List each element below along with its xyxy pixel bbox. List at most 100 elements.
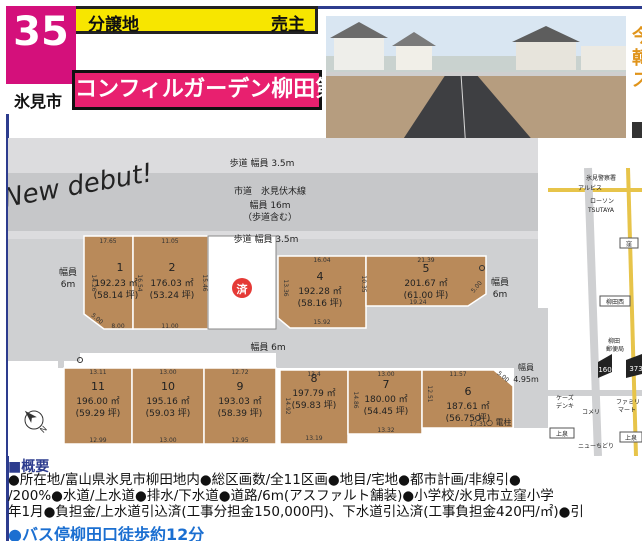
map-police: 氷見警察署 — [586, 174, 616, 182]
overview-details: ●所在地/富山県氷見市柳田地内●総区画数/全11区画●地目/宅地●都市計画/非線… — [8, 472, 642, 520]
dim-l4-bot: 15.92 — [313, 319, 330, 326]
road-left-label-a: 幅員 — [59, 266, 77, 278]
lot-9-no: 9 — [237, 380, 244, 393]
lot-9-tsubo: (58.39 坪) — [218, 408, 263, 419]
plot-map: 済 歩道 幅員 3.5m 市道 氷見伏木線 幅員 16m （歩道含む） 歩道 幅… — [8, 138, 642, 456]
dim-l7-bot: 13.32 — [377, 427, 394, 434]
map-komeri: コメリ — [582, 409, 600, 416]
lot-5-no: 5 — [423, 262, 430, 275]
map-yanagida: 柳田 — [608, 337, 620, 345]
lot-11-tsubo: (59.29 坪) — [76, 408, 121, 419]
overview-line-1: ●所在地/富山県氷見市柳田地内●総区画数/全11区画●地目/宅地●都市計画/非線… — [8, 472, 521, 488]
lot-11-sqm: 196.00 ㎡ — [76, 396, 119, 407]
side-char-1: 今 — [632, 26, 642, 47]
category-bar: 分譲地 売主 — [76, 6, 318, 35]
dim-l2-top: 11.05 — [161, 238, 178, 245]
dim-l6-top: 11.57 — [449, 371, 466, 378]
badge-tail — [6, 58, 76, 88]
lot-1-tsubo: (58.14 坪) — [94, 290, 139, 301]
dim-l9-top: 12.72 — [231, 369, 248, 376]
lot-6-sqm: 187.61 ㎡ — [446, 401, 489, 412]
road-center-label: 幅員 6m — [250, 341, 285, 353]
lot-4-tsubo: (58.16 坪) — [298, 298, 343, 309]
dim-l9-bot: 12.95 — [231, 437, 248, 444]
dim-v1: 14.26 — [90, 274, 97, 291]
map-denki: デンキ — [556, 402, 574, 410]
dim-l5-bot: 19.24 — [409, 299, 426, 306]
overview-line-2: /200%●水道/上水道●排水/下水道●道路/6m(アスファルト舗装)●小学校/… — [8, 488, 554, 504]
lot-1-sqm: 192.23 ㎡ — [94, 278, 137, 289]
map-post-office: 郵便局 — [606, 345, 624, 353]
dim-l10-bot: 13.00 — [159, 437, 176, 444]
lot-8-tsubo: (59.83 坪) — [292, 400, 337, 411]
dim-v4: 13.36 — [282, 279, 289, 296]
map-tsutaya: TSUTAYA — [587, 207, 615, 214]
map-kamiizumi: 上泉 — [556, 430, 568, 438]
road-mid-label: 歩道 幅員 3.5m — [234, 233, 299, 245]
lot-10-sqm: 195.16 ㎡ — [146, 396, 189, 407]
map-kamiizumi-2: 上泉 — [625, 434, 637, 442]
bus-access: ●バス停柳田口徒歩約12分 — [8, 525, 205, 541]
side-char-2: 韓 — [632, 48, 642, 69]
map-lawson: ローソン — [590, 198, 614, 205]
dim-v2: 16.54 — [136, 274, 143, 291]
dim-l7-top: 13.00 — [377, 371, 394, 378]
lot-11-no: 11 — [91, 380, 105, 393]
category-label: 分譲地 — [88, 15, 139, 35]
map-keys: ケーズ — [556, 394, 574, 402]
page-frame — [6, 6, 642, 541]
map-kubo: 窪 — [626, 240, 632, 248]
overview-heading: ■概要 — [8, 459, 50, 475]
dim-l10-top: 13.00 — [159, 369, 176, 376]
dim-v8: 14.92 — [284, 397, 291, 414]
site-photo-image — [326, 16, 626, 150]
dim-v5: 10.35 — [360, 275, 367, 292]
dim-v6: 12.51 — [426, 385, 433, 402]
pole-legend: ○ 電柱 — [486, 417, 512, 427]
road-left-label-b: 6m — [61, 280, 76, 290]
road-main-width: 幅員 16m — [249, 199, 290, 211]
dim-l1-top: 17.65 — [99, 238, 116, 245]
lot-10-tsubo: (59.03 坪) — [146, 408, 191, 419]
dim-l4-top: 16.04 — [313, 257, 330, 264]
site-photo — [326, 16, 626, 150]
map-yanagida-west: 柳田西 — [606, 298, 624, 306]
map-albis: アルビス — [578, 184, 602, 192]
lot-6-no: 6 — [465, 385, 472, 398]
dim-l8-top: 13.4 — [307, 371, 321, 378]
dim-l11-top: 13.11 — [89, 369, 106, 376]
side-char-3: ス — [632, 70, 642, 91]
lot-2-no: 2 — [169, 261, 176, 274]
lot-6-tsubo: (56.75 坪) — [446, 413, 491, 424]
lot-9-sqm: 193.03 ㎡ — [218, 396, 261, 407]
seller-label: 売主 — [271, 15, 305, 35]
route-373: 373 — [629, 365, 642, 373]
lot-1-no: 1 — [117, 261, 124, 274]
road-right-label-a: 幅員 — [491, 276, 509, 288]
dim-l1-bot: 8.00 — [111, 323, 125, 330]
north-label: N — [38, 424, 49, 435]
lot-2-tsubo: (53.24 坪) — [150, 290, 195, 301]
overview-line-3: 年1月●負担金/上水道引込済(工事分担金150,000円)、下水道引込済(工事負… — [8, 504, 584, 520]
map-nyuchidori: ニューちどり — [578, 442, 614, 450]
lot-10-no: 10 — [161, 380, 175, 393]
lot-8-no: 8 — [311, 372, 318, 385]
lot-7-no: 7 — [383, 378, 390, 391]
lot-8-sqm: 197.79 ㎡ — [292, 388, 335, 399]
dim-l8-bot: 13.19 — [305, 435, 322, 442]
side-headline: 今 韓 ス — [632, 26, 642, 92]
lot-7-sqm: 180.00 ㎡ — [364, 394, 407, 405]
dim-l11-bot: 12.99 — [89, 437, 106, 444]
lot-5-tsubo: (61.00 坪) — [404, 290, 449, 301]
lot-5-sqm: 201.67 ㎡ — [404, 278, 447, 289]
area-map: 160 373 氷見警察署 アルビス ローソン TSUTAYA 窪 柳田西 柳田… — [548, 167, 642, 456]
road-right-label-b: 6m — [493, 290, 508, 300]
sold-mark: 済 — [237, 282, 249, 296]
map-family: ファミリ — [616, 399, 640, 406]
city-bg — [6, 84, 72, 114]
road-far-right-b: 4.95m — [513, 375, 539, 384]
dim-l5-top: 21.39 — [417, 257, 434, 264]
lot-4-sqm: 192.28 ㎡ — [298, 286, 341, 297]
road-far-right-a: 幅員 — [518, 362, 534, 372]
